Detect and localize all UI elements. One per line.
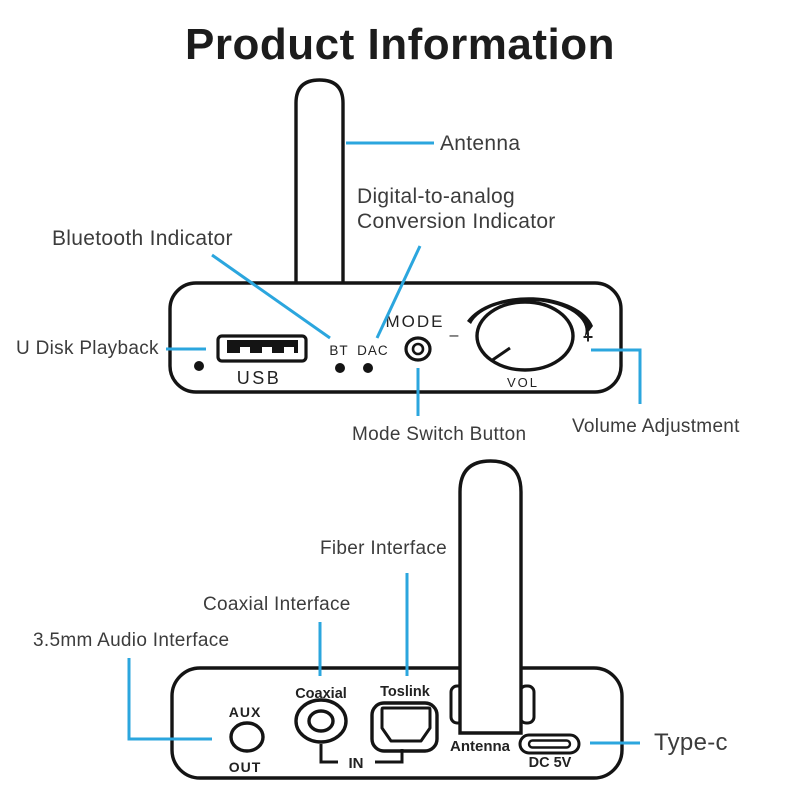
toslink-port-label: Toslink (380, 684, 431, 700)
dac-callout-label: Digital-to-analog Conversion Indicator (357, 184, 556, 234)
volume-callout-label: Volume Adjustment (572, 416, 740, 437)
callout-line-bluetooth (211, 253, 331, 340)
bt-dac-label: BT DAC (329, 343, 388, 358)
callout-line-volume (591, 348, 642, 404)
front-panel-group (168, 78, 623, 394)
in-bracket-left (319, 744, 338, 764)
dac-callout-line1: Digital-to-analog (357, 185, 516, 208)
mode-button-center (411, 342, 425, 356)
volume-plus-sign: + (583, 327, 594, 347)
typec-callout-label: Type-c (654, 729, 728, 756)
front-callout-lines (166, 141, 642, 416)
dac-callout-line2: Conversion Indicator (357, 210, 556, 233)
power-indicator-dot (194, 361, 204, 371)
usb-c-port-inner (527, 739, 572, 749)
out-label: OUT (229, 759, 262, 775)
antenna-top (294, 78, 345, 284)
coaxial-jack-center (307, 709, 335, 733)
rear-panel-group (170, 459, 624, 780)
coaxial-callout-label: Coaxial Interface (203, 594, 351, 615)
antenna-port-label: Antenna (450, 738, 511, 755)
dac-indicator-dot (363, 363, 373, 373)
mode-label: MODE (386, 312, 445, 331)
mode-switch-callout-label: Mode Switch Button (352, 424, 527, 445)
aux-label: AUX (229, 704, 262, 720)
bluetooth-callout-label: Bluetooth Indicator (52, 227, 233, 250)
usb-label: USB (237, 368, 282, 388)
antenna-bottom (458, 459, 523, 735)
dc5v-label: DC 5V (529, 755, 572, 771)
callout-line-dac (375, 245, 422, 339)
volume-minus-sign: – (450, 327, 459, 344)
toslink-port-inner (380, 706, 432, 743)
callout-line-35mm (127, 658, 212, 741)
audio-35mm-callout-label: 3.5mm Audio Interface (33, 630, 230, 651)
coaxial-port-label: Coaxial (295, 686, 347, 702)
mode-button (404, 336, 432, 362)
usb-contacts-icon (227, 340, 298, 353)
knob-pointer (490, 346, 511, 363)
bt-indicator-dot (335, 363, 345, 373)
udisk-callout-label: U Disk Playback (16, 338, 159, 359)
in-label: IN (349, 755, 364, 772)
aux-jack (229, 721, 265, 753)
antenna-callout-label: Antenna (440, 132, 521, 155)
in-bracket-right (375, 749, 404, 764)
vol-label: VOL (507, 375, 539, 390)
fiber-callout-label: Fiber Interface (320, 538, 447, 559)
page-title: Product Information (185, 20, 615, 69)
rear-callout-lines (127, 573, 640, 745)
